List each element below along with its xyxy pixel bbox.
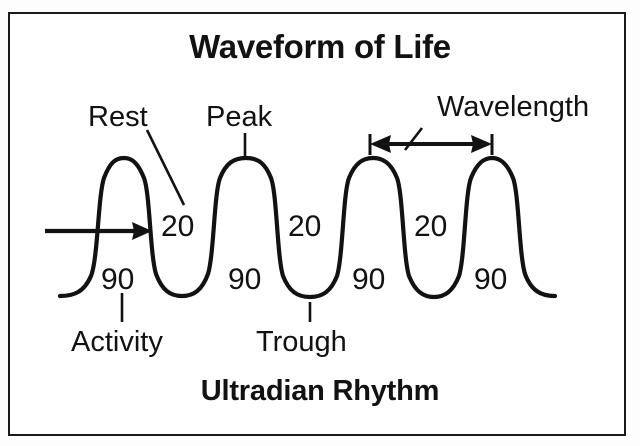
label-activity: Activity xyxy=(71,326,163,358)
wavelength-arrow-icon xyxy=(368,134,494,155)
wavelength-leader-line xyxy=(403,127,424,151)
value-peak-3: 90 xyxy=(352,263,386,296)
figure-title: Waveform of Life xyxy=(189,28,451,65)
label-wavelength: Wavelength xyxy=(437,91,590,123)
label-trough: Trough xyxy=(256,326,347,358)
value-trough-3: 20 xyxy=(414,210,448,243)
rest-leader-line xyxy=(145,129,186,206)
figure-border xyxy=(8,12,626,436)
value-peak-4: 90 xyxy=(474,263,508,296)
figure-caption: Ultradian Rhythm xyxy=(200,375,440,407)
label-peak: Peak xyxy=(206,101,273,133)
entry-arrow-icon xyxy=(45,222,152,240)
value-trough-1: 20 xyxy=(161,210,195,243)
value-peak-2: 90 xyxy=(228,263,262,296)
value-peak-1: 90 xyxy=(101,263,135,296)
value-trough-2: 20 xyxy=(288,210,322,243)
label-rest: Rest xyxy=(88,101,148,133)
waveform-path xyxy=(57,155,558,300)
